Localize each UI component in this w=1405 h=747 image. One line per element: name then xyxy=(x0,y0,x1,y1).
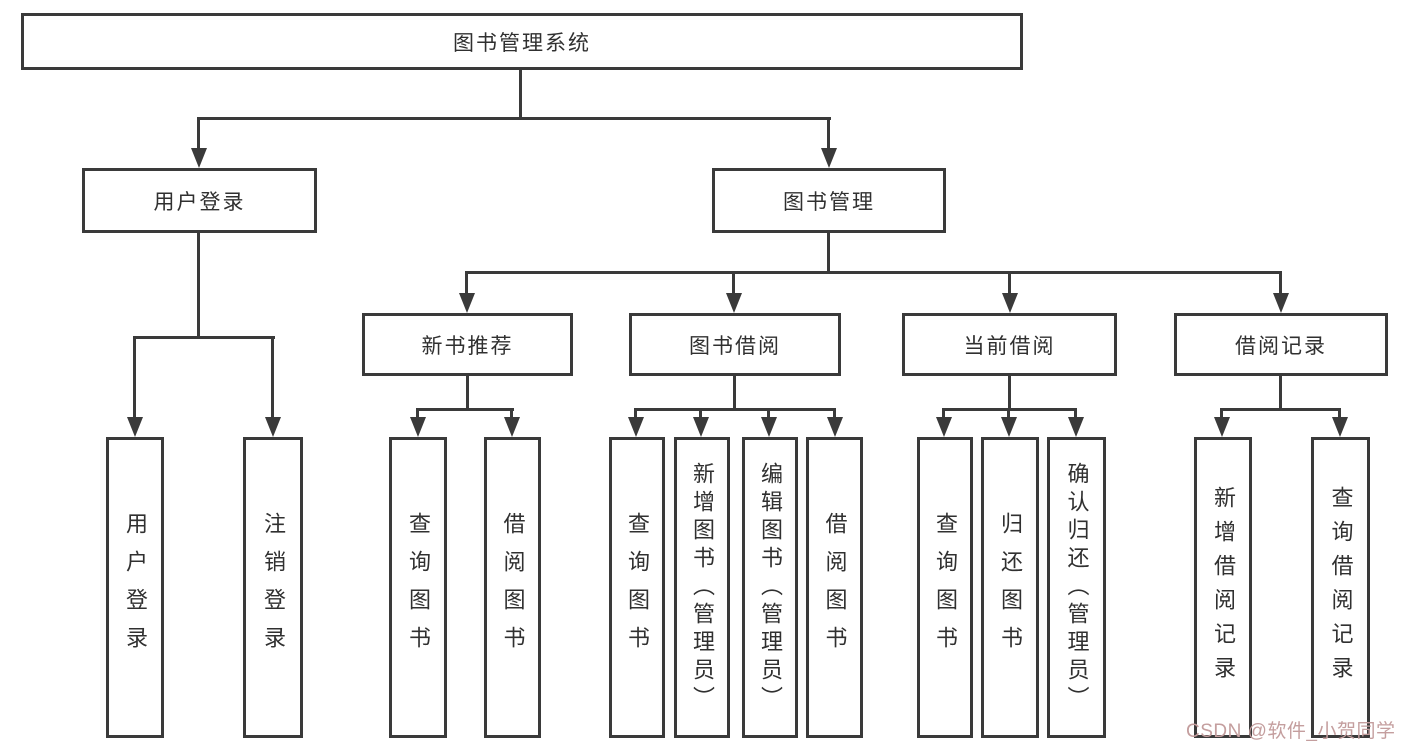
connector-new-book-rec-stem xyxy=(466,375,469,408)
connector-book-borrow-drop xyxy=(732,271,735,293)
node-borrow-record: 借阅记录 xyxy=(1174,313,1388,376)
connector-borrow-record-drop xyxy=(1279,271,1282,293)
arrowhead-ul-logout-icon xyxy=(265,417,281,437)
node-bb-borrow-label: 借阅图书 xyxy=(822,511,848,664)
node-root: 图书管理系统 xyxy=(21,13,1023,70)
connector-br-add-drop xyxy=(1220,408,1223,417)
connector-book-mgmt-stem xyxy=(827,232,830,272)
node-bb-query-label: 查询图书 xyxy=(625,511,650,664)
connector-level2-rail xyxy=(466,271,1282,274)
node-br-query-label: 查询借阅记录 xyxy=(1328,485,1354,690)
node-br-query: 查询借阅记录 xyxy=(1311,437,1370,738)
connector-bb-add-drop xyxy=(699,408,702,417)
arrowhead-ul-login-icon xyxy=(127,417,143,437)
connector-book-borrow-stem xyxy=(733,375,736,408)
node-nb-borrow-label: 借阅图书 xyxy=(500,511,526,664)
node-borrow-record-label: 借阅记录 xyxy=(1235,334,1327,358)
connector-ul-login-drop xyxy=(133,336,136,417)
connector-cb-confirm-drop xyxy=(1074,408,1077,417)
connector-br-query-drop xyxy=(1338,408,1341,417)
node-book-borrow: 图书借阅 xyxy=(629,313,841,376)
arrowhead-cb-confirm-icon xyxy=(1068,417,1084,437)
node-book-borrow-label: 图书借阅 xyxy=(689,334,781,358)
arrowhead-nb-borrow-icon xyxy=(504,417,520,437)
node-cb-query-label: 查询图书 xyxy=(933,511,958,664)
arrowhead-br-query-icon xyxy=(1332,417,1348,437)
arrowhead-bb-query-icon xyxy=(628,417,644,437)
connector-book-mgmt-drop xyxy=(827,117,830,148)
connector-bb-borrow-drop xyxy=(833,408,836,417)
connector-level1-rail xyxy=(198,117,831,120)
node-bb-add: 新增图书（管理员） xyxy=(674,437,730,738)
connector-root-stem xyxy=(519,69,522,117)
connector-borrow-record-rail xyxy=(1221,408,1341,411)
node-bb-add-label: 新增图书（管理员） xyxy=(690,461,715,714)
node-br-add: 新增借阅记录 xyxy=(1194,437,1252,738)
node-cb-return: 归还图书 xyxy=(981,437,1039,738)
node-book-mgmt: 图书管理 xyxy=(712,168,946,233)
connector-book-borrow-rail xyxy=(635,408,836,411)
arrowhead-new-book-rec-icon xyxy=(459,293,475,313)
arrowhead-current-borrow-icon xyxy=(1002,293,1018,313)
node-bb-edit-label: 编辑图书（管理员） xyxy=(758,461,783,714)
node-nb-borrow: 借阅图书 xyxy=(484,437,541,738)
node-bb-query: 查询图书 xyxy=(609,437,665,738)
arrowhead-book-mgmt-icon xyxy=(821,148,837,168)
node-nb-query-label: 查询图书 xyxy=(406,511,431,664)
connector-new-book-rec-drop xyxy=(465,271,468,293)
connector-user-login-stem xyxy=(197,232,200,336)
node-cb-query: 查询图书 xyxy=(917,437,973,738)
node-new-book-rec: 新书推荐 xyxy=(362,313,573,376)
node-nb-query: 查询图书 xyxy=(389,437,447,738)
arrowhead-borrow-record-icon xyxy=(1273,293,1289,313)
connector-current-borrow-rail xyxy=(943,408,1077,411)
arrowhead-bb-add-icon xyxy=(693,417,709,437)
node-user-login-label: 用户登录 xyxy=(153,190,246,214)
connector-ul-logout-drop xyxy=(271,336,274,417)
node-book-mgmt-label: 图书管理 xyxy=(783,190,875,214)
node-cb-return-label: 归还图书 xyxy=(998,511,1023,664)
arrowhead-bb-edit-icon xyxy=(761,417,777,437)
node-current-borrow: 当前借阅 xyxy=(902,313,1117,376)
arrowhead-book-borrow-icon xyxy=(726,293,742,313)
node-root-label: 图书管理系统 xyxy=(453,31,591,55)
node-bb-borrow: 借阅图书 xyxy=(806,437,863,738)
connector-nb-query-drop xyxy=(416,408,419,417)
connector-current-borrow-drop xyxy=(1008,271,1011,293)
connector-nb-borrow-drop xyxy=(510,408,513,417)
arrowhead-cb-return-icon xyxy=(1001,417,1017,437)
arrowhead-bb-borrow-icon xyxy=(827,417,843,437)
connector-cb-query-drop xyxy=(942,408,945,417)
node-bb-edit: 编辑图书（管理员） xyxy=(742,437,798,738)
node-cb-confirm: 确认归还（管理员） xyxy=(1047,437,1106,738)
arrowhead-br-add-icon xyxy=(1214,417,1230,437)
node-user-login: 用户登录 xyxy=(82,168,317,233)
arrowhead-cb-query-icon xyxy=(936,417,952,437)
node-ul-logout-label: 注销登录 xyxy=(261,511,286,664)
connector-user-login-drop xyxy=(197,117,200,148)
connector-new-book-rec-rail xyxy=(417,408,514,411)
node-ul-login-label: 用户登录 xyxy=(123,511,148,664)
csdn-watermark: CSDN @软件_小贺同学 xyxy=(1186,721,1396,742)
connector-current-borrow-stem xyxy=(1008,375,1011,408)
node-ul-logout: 注销登录 xyxy=(243,437,303,738)
node-ul-login: 用户登录 xyxy=(106,437,164,738)
connector-user-login-rail xyxy=(133,336,275,339)
connector-bb-query-drop xyxy=(634,408,637,417)
node-br-add-label: 新增借阅记录 xyxy=(1211,485,1236,690)
node-current-borrow-label: 当前借阅 xyxy=(963,334,1056,358)
arrowhead-nb-query-icon xyxy=(410,417,426,437)
node-cb-confirm-label: 确认归还（管理员） xyxy=(1064,461,1090,714)
connector-borrow-record-stem xyxy=(1279,375,1282,408)
node-new-book-rec-label: 新书推荐 xyxy=(421,334,514,358)
connector-bb-edit-drop xyxy=(767,408,770,417)
arrowhead-user-login-icon xyxy=(191,148,207,168)
connector-cb-return-drop xyxy=(1007,408,1010,417)
